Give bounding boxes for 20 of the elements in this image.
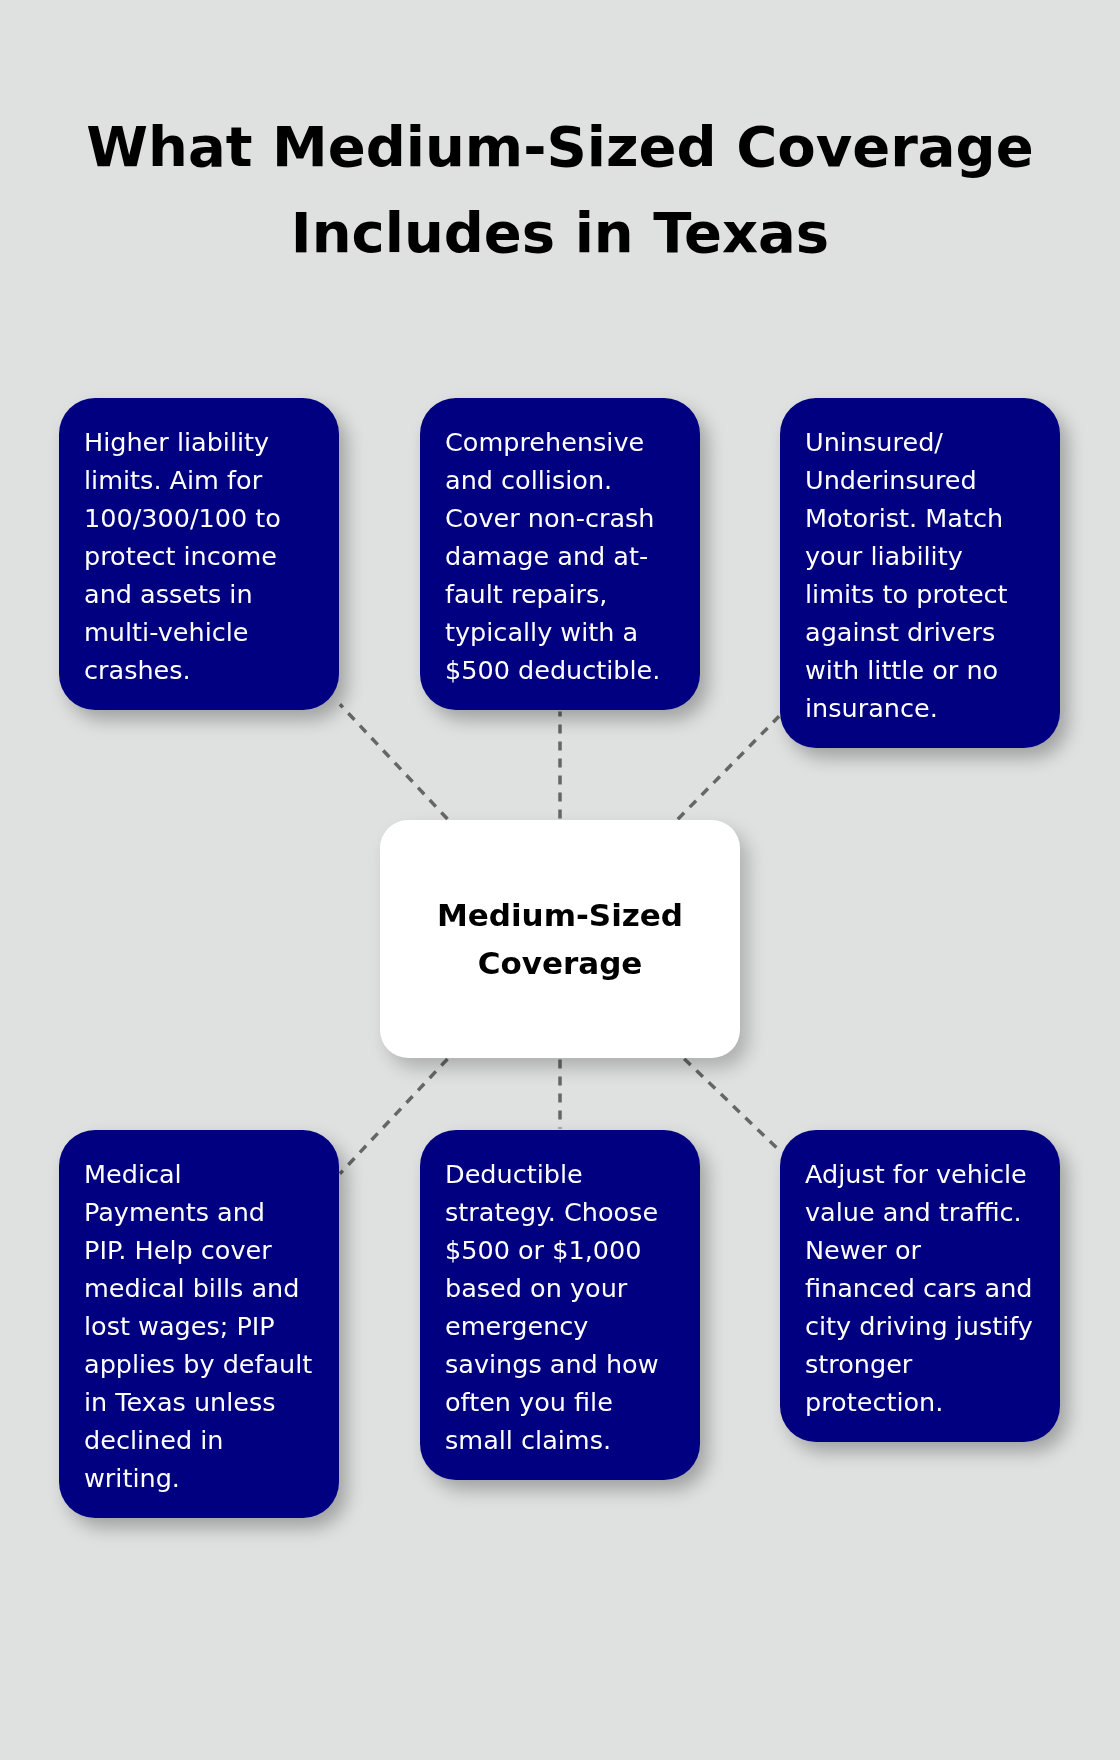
connector-line bbox=[558, 711, 562, 819]
title: What Medium-Sized Coverage Includes in Texas bbox=[85, 113, 1035, 267]
connector-line bbox=[558, 1059, 562, 1129]
info-card bbox=[59, 398, 339, 710]
card-text: Deductible strategy. Choose $500 or $1,000 based on your emergency savings and how often you file small claims. bbox=[445, 1158, 660, 1457]
connector-line bbox=[338, 1057, 449, 1175]
card-text: Medical Payments and PIP. Help cover medical bills and lost wages; PIP applies by default in Texas unless declined in writing. bbox=[84, 1158, 314, 1495]
card-text: Higher liability limits. Aim for 100/300/100 to protect income and assets in multi-vehicle crashes. bbox=[84, 426, 282, 687]
info-card bbox=[420, 398, 700, 710]
info-card bbox=[780, 1130, 1060, 1442]
center-heading: Medium-Sized Coverage bbox=[435, 896, 685, 983]
center-card bbox=[380, 820, 740, 1058]
card-text: Comprehensive and collision. Cover non-crash damage and at-fault repairs, typically with a $500 deductible. bbox=[445, 426, 662, 687]
card-text: Adjust for vehicle value and traffic. Newer or financed cars and city driving justify stronger protection. bbox=[805, 1158, 1034, 1419]
info-card bbox=[59, 1130, 339, 1518]
info-card bbox=[780, 398, 1060, 748]
connector-line bbox=[676, 715, 781, 821]
connector-line bbox=[338, 703, 449, 821]
info-card bbox=[420, 1130, 700, 1480]
card-text: Uninsured/Underinsured Motorist. Match your liability limits to protect against drivers with little or no insurance. bbox=[805, 426, 1009, 725]
